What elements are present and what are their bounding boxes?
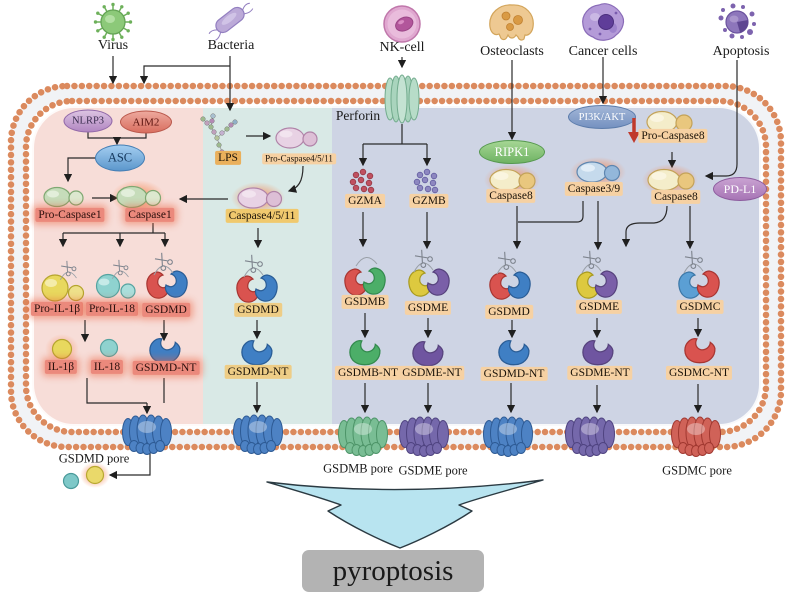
node-pi3k-akt: PI3K/AKT <box>568 105 636 129</box>
il18-protein <box>99 338 119 358</box>
gsdmd-pore-icon-3 <box>483 416 533 457</box>
cancer-cells-icon <box>582 3 625 41</box>
chip-gsdmd-nt-purple: GSDMD-NT <box>480 366 548 382</box>
gsdmd-pore-icon-2 <box>233 414 283 455</box>
chip-gsdme-2: GSDME <box>575 299 623 315</box>
released-il18 <box>62 472 80 490</box>
chip-gzmb: GZMB <box>409 193 449 209</box>
chip-caspase8-left: Caspase8 <box>486 188 536 204</box>
nk-cell-icon <box>383 5 421 43</box>
node-asc: ASC <box>95 144 145 172</box>
chip-gsdmd-pink: GSDMD <box>142 302 190 318</box>
chip-gsdmd-nt-cyan: GSDMD-NT <box>224 364 292 380</box>
chip-caspase8-right: Caspase8 <box>651 189 701 205</box>
chip-caspase4-5-11: Caspase4/5/11 <box>225 208 299 224</box>
gsdmd-pore-icon <box>122 414 172 455</box>
pathway-arrows <box>58 56 738 480</box>
chip-caspase3-9: Caspase3/9 <box>564 181 624 197</box>
node-ripk1: RIPK1 <box>479 140 545 164</box>
chip-pro-caspase4-5-11: Pro-Caspase4/5/11 <box>262 153 336 165</box>
chip-lps: LPS <box>215 150 241 166</box>
node-nlrp3: NLRP3 <box>63 109 113 133</box>
il1b-protein <box>51 338 73 360</box>
apoptosis-icon <box>718 3 756 39</box>
chip-gsdmb-nt: GSDMB-NT <box>334 365 402 381</box>
pro-il18-protein <box>95 273 136 299</box>
caspase3-9-protein <box>570 157 626 187</box>
chip-gsdmc-nt: GSDMC-NT <box>665 365 733 381</box>
chip-gsdmc: GSDMC <box>676 299 724 315</box>
chip-pro-caspase1: Pro-Caspase1 <box>35 207 105 223</box>
gsdmb-protein <box>344 257 386 296</box>
label-bacteria: Bacteria <box>207 38 255 53</box>
chip-gsdmd-nt-pink: GSDMD-NT <box>132 360 200 376</box>
chip-gsdme-nt-2: GSDME-NT <box>567 365 633 381</box>
node-pd-l1: PD-L1 <box>713 177 767 201</box>
label-gsdme-pore: GSDME pore <box>398 463 468 478</box>
caspase8-right-protein <box>642 164 698 196</box>
chip-gsdmd-cyan: GSDMD <box>234 302 282 318</box>
chip-gzma: GZMA <box>345 193 385 209</box>
node-aim2: AIM2 <box>120 110 172 134</box>
perforin-channel-icon <box>384 74 420 124</box>
osteoclasts-icon <box>489 4 534 41</box>
chip-pro-il1b: Pro-IL-1β <box>30 301 84 317</box>
pro-il1b-protein <box>41 274 85 302</box>
chip-gsdmb: GSDMB <box>341 294 389 310</box>
label-nk-cell: NK-cell <box>379 40 425 55</box>
chip-il18: IL-18 <box>90 359 124 375</box>
chip-gsdme: GSDME <box>404 300 452 316</box>
caspase8-left-protein <box>484 164 540 196</box>
gsdme-pore-icon-2 <box>565 416 615 457</box>
label-gsdmd-pore: GSDMD pore <box>58 451 130 466</box>
pro-caspase1-protein <box>43 186 84 208</box>
label-gsdmc-pore: GSDMC pore <box>662 463 732 478</box>
chip-pro-il18: Pro-IL-18 <box>86 301 138 317</box>
caspase1-protein <box>111 180 165 214</box>
label-gsdmb-pore: GSDMB pore <box>323 461 393 476</box>
chip-gsdme-nt: GSDME-NT <box>399 365 465 381</box>
label-apoptosis: Apoptosis <box>712 44 770 59</box>
gsdmc-pore-icon <box>671 416 721 457</box>
gsdme-pore-icon <box>399 416 449 457</box>
pro-caspase4-5-11-protein <box>275 127 318 149</box>
chip-gsdmd-purple: GSDMD <box>485 304 533 320</box>
virus-icon <box>93 2 133 42</box>
gsdmb-pore-icon <box>338 416 388 457</box>
caspase4-5-11-protein <box>231 182 285 214</box>
label-cancer-cells: Cancer cells <box>568 44 638 59</box>
pyroptosis-outcome-box: pyroptosis <box>302 550 484 592</box>
label-virus: Virus <box>97 38 129 53</box>
chip-il1b: IL-1β <box>44 359 78 375</box>
bacteria-icon <box>208 2 254 41</box>
pro-caspase8-protein <box>646 110 693 134</box>
chip-pro-caspase8: Pro-Caspase8 <box>638 128 708 144</box>
label-osteoclasts: Osteoclasts <box>480 44 544 59</box>
chip-caspase1: Caspase1 <box>125 207 175 223</box>
released-il1b <box>85 465 105 485</box>
pyroptosis-arrow <box>266 479 544 549</box>
label-perforin: Perforin <box>335 108 381 123</box>
